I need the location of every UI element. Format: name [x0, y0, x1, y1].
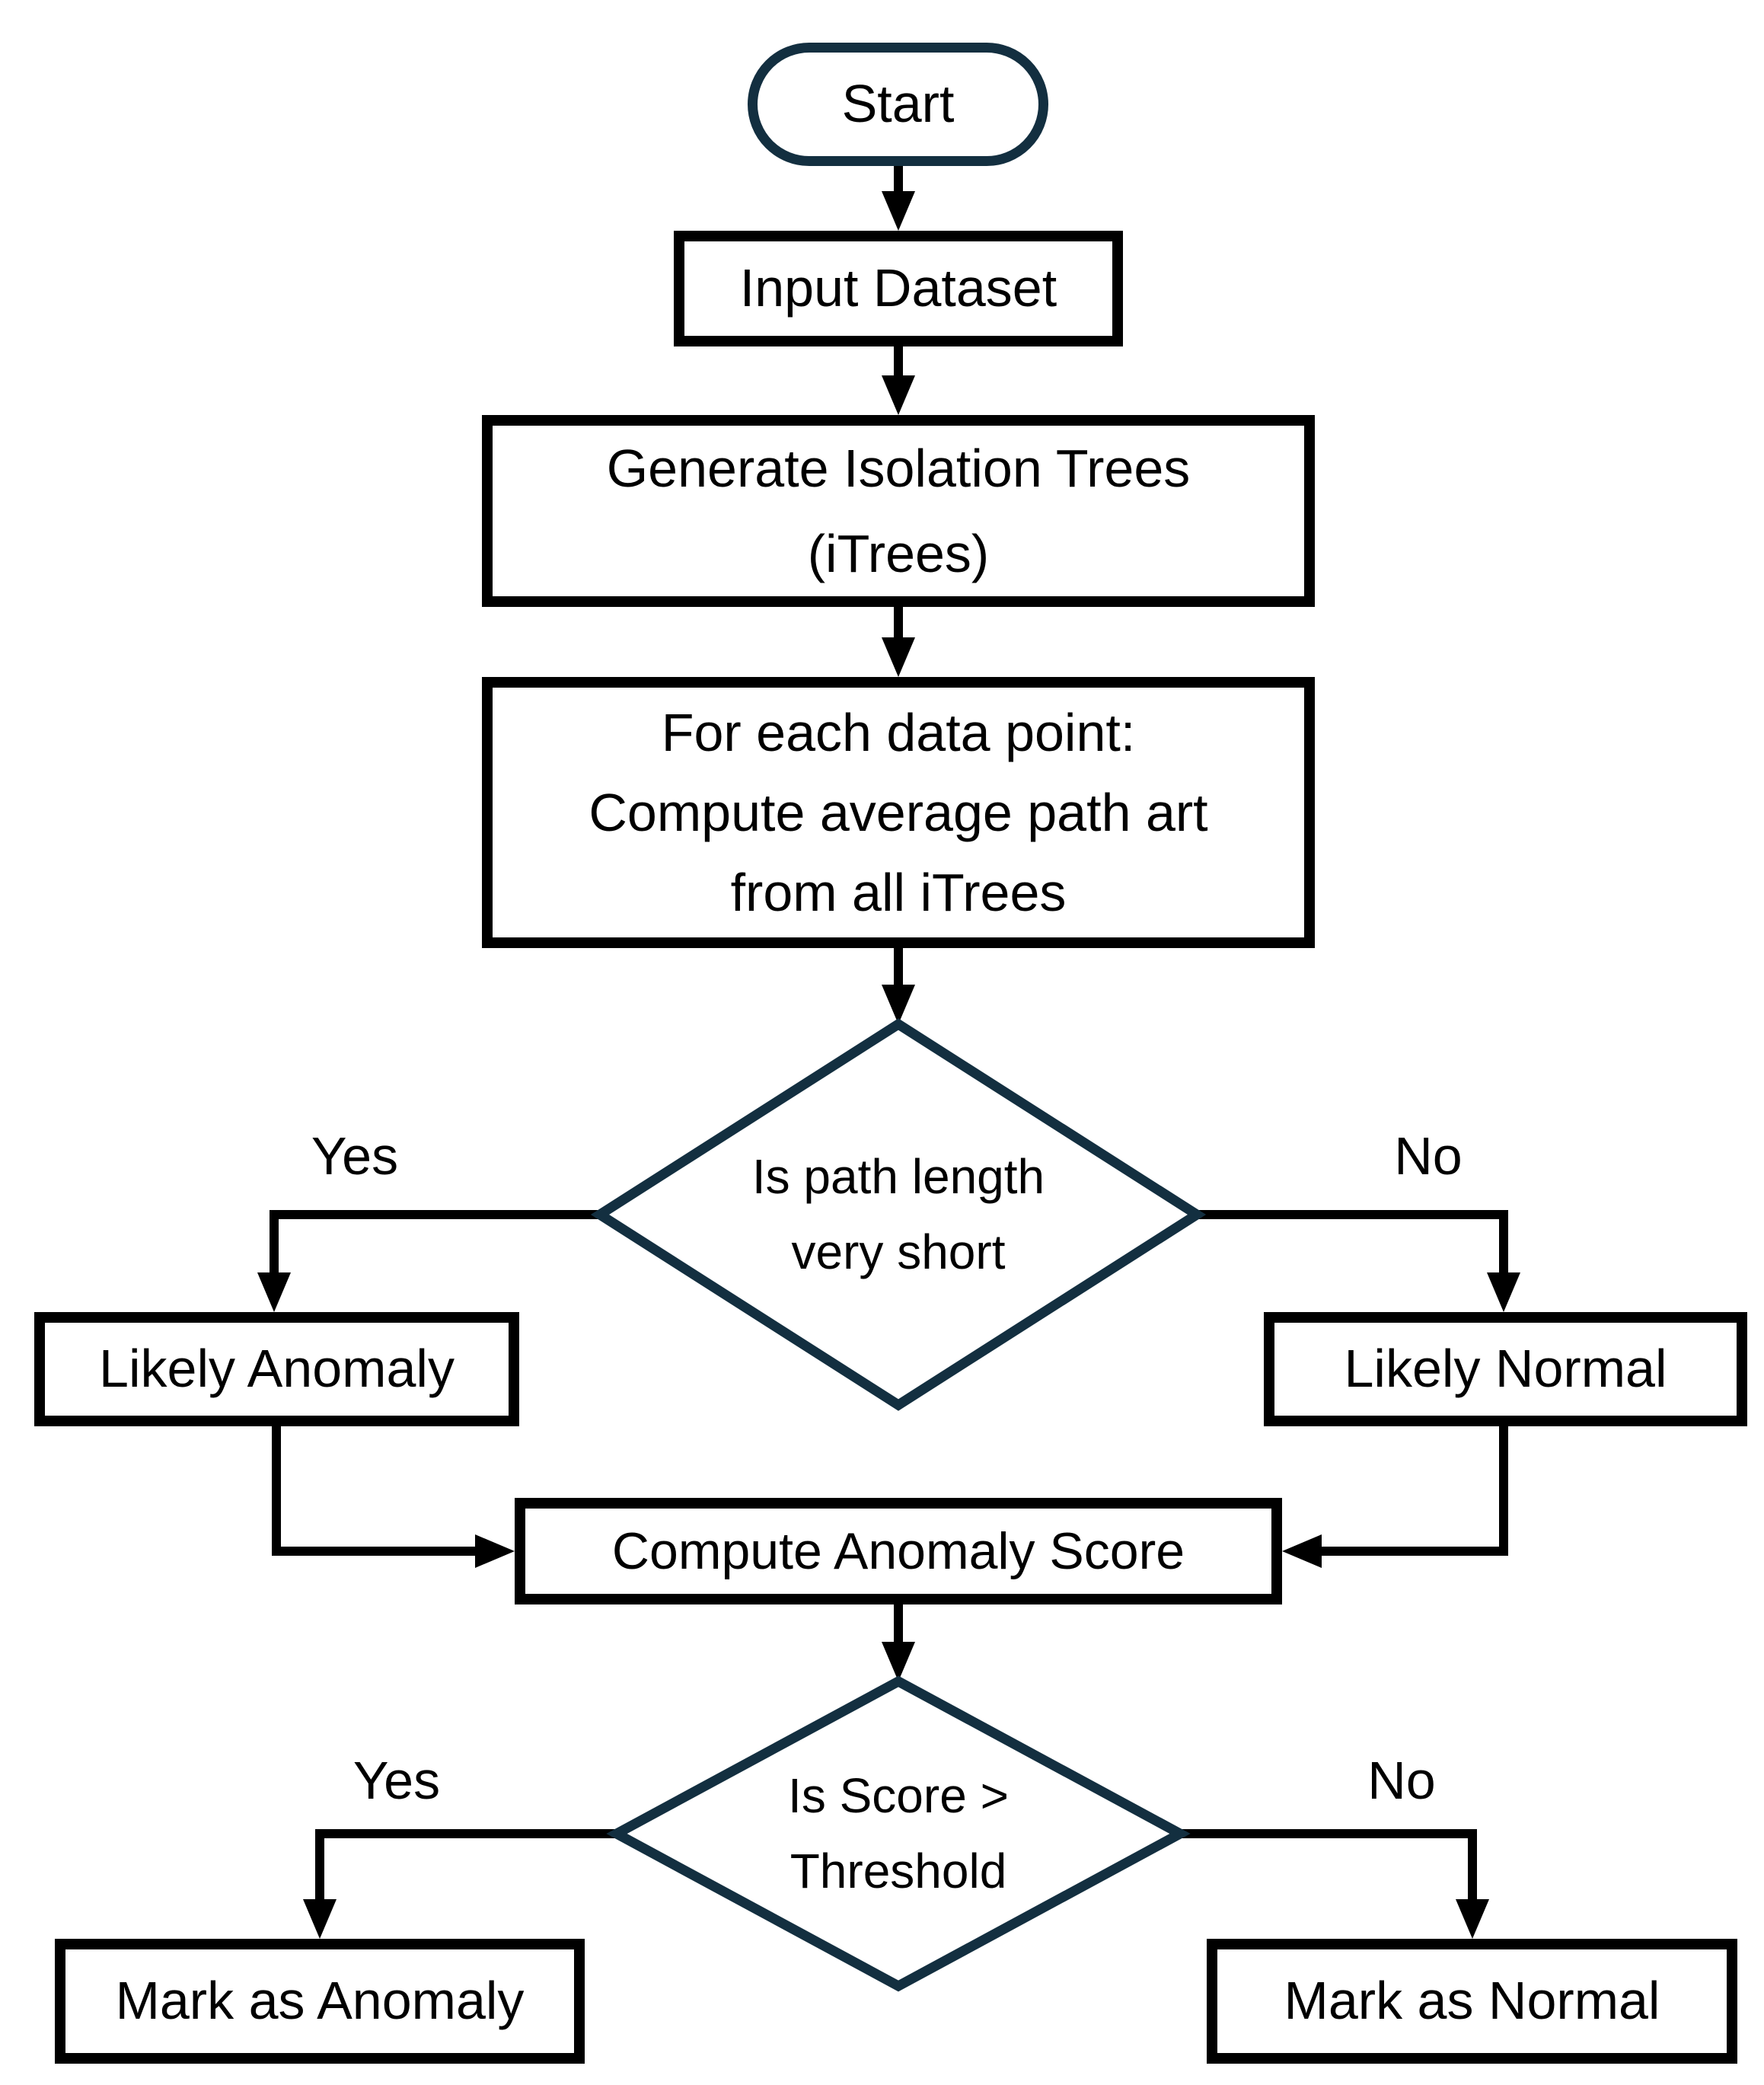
arrowhead-icon	[882, 637, 915, 677]
arrowhead-icon	[1456, 1899, 1489, 1939]
decision-score-threshold-diamond	[606, 1675, 1191, 1992]
arrowhead-icon	[882, 985, 915, 1024]
decision-path-length-line1: Is path length	[751, 1148, 1045, 1204]
likely-normal-node: Likely Normal	[1264, 1312, 1747, 1426]
edge-likely-anomaly-to-compute	[272, 1422, 479, 1556]
compute-anomaly-score-node: Compute Anomaly Score	[515, 1498, 1282, 1604]
edge-decision2-yes-to-mark-anomaly	[315, 1829, 620, 1903]
arrowhead-icon	[475, 1534, 515, 1568]
for-each-point-line2: Compute average path art	[589, 782, 1208, 842]
decision-path-length-label: Is path length very short	[670, 1123, 1127, 1306]
input-dataset-node: Input Dataset	[674, 231, 1123, 346]
decision2-yes-label: Yes	[352, 1751, 441, 1810]
arrowhead-icon	[257, 1272, 291, 1312]
arrowhead-icon	[882, 1642, 915, 1681]
for-each-point-line1: For each data point:	[661, 702, 1136, 762]
decision1-yes-label: Yes	[311, 1126, 399, 1186]
arrowhead-icon	[1282, 1534, 1322, 1568]
for-each-point-line3: from all iTrees	[730, 862, 1067, 922]
generate-itrees-line2: (iTrees)	[807, 524, 990, 583]
decision-score-threshold-label: Is Score > Threshold	[670, 1746, 1127, 1921]
mark-as-normal-node: Mark as Normal	[1207, 1939, 1737, 2064]
likely-anomaly-node: Likely Anomaly	[34, 1312, 519, 1426]
generate-itrees-line1: Generate Isolation Trees	[606, 439, 1191, 498]
decision-path-length-diamond	[590, 1018, 1207, 1411]
start-node: Start	[748, 43, 1048, 166]
arrowhead-icon	[882, 191, 915, 231]
arrowhead-icon	[303, 1899, 337, 1939]
edge-decision1-yes-to-likely-anomaly	[270, 1210, 603, 1276]
decision-score-threshold-line2: Threshold	[789, 1844, 1007, 1898]
for-each-point-node: For each data point: Compute average pat…	[482, 677, 1315, 948]
mark-as-anomaly-node: Mark as Anomaly	[55, 1939, 585, 2064]
decision1-no-label: No	[1394, 1126, 1463, 1186]
decision-score-threshold-line1: Is Score >	[788, 1767, 1009, 1823]
arrowhead-icon	[1487, 1272, 1520, 1312]
edge-likely-normal-to-compute	[1318, 1422, 1508, 1556]
arrowhead-icon	[882, 375, 915, 415]
edge-decision2-no-to-mark-normal	[1177, 1829, 1477, 1903]
generate-itrees-node: Generate Isolation Trees (iTrees)	[482, 415, 1315, 607]
edge-decision1-no-to-likely-normal	[1194, 1210, 1508, 1276]
decision-path-length-line2: very short	[791, 1224, 1006, 1279]
decision2-no-label: No	[1367, 1751, 1436, 1810]
